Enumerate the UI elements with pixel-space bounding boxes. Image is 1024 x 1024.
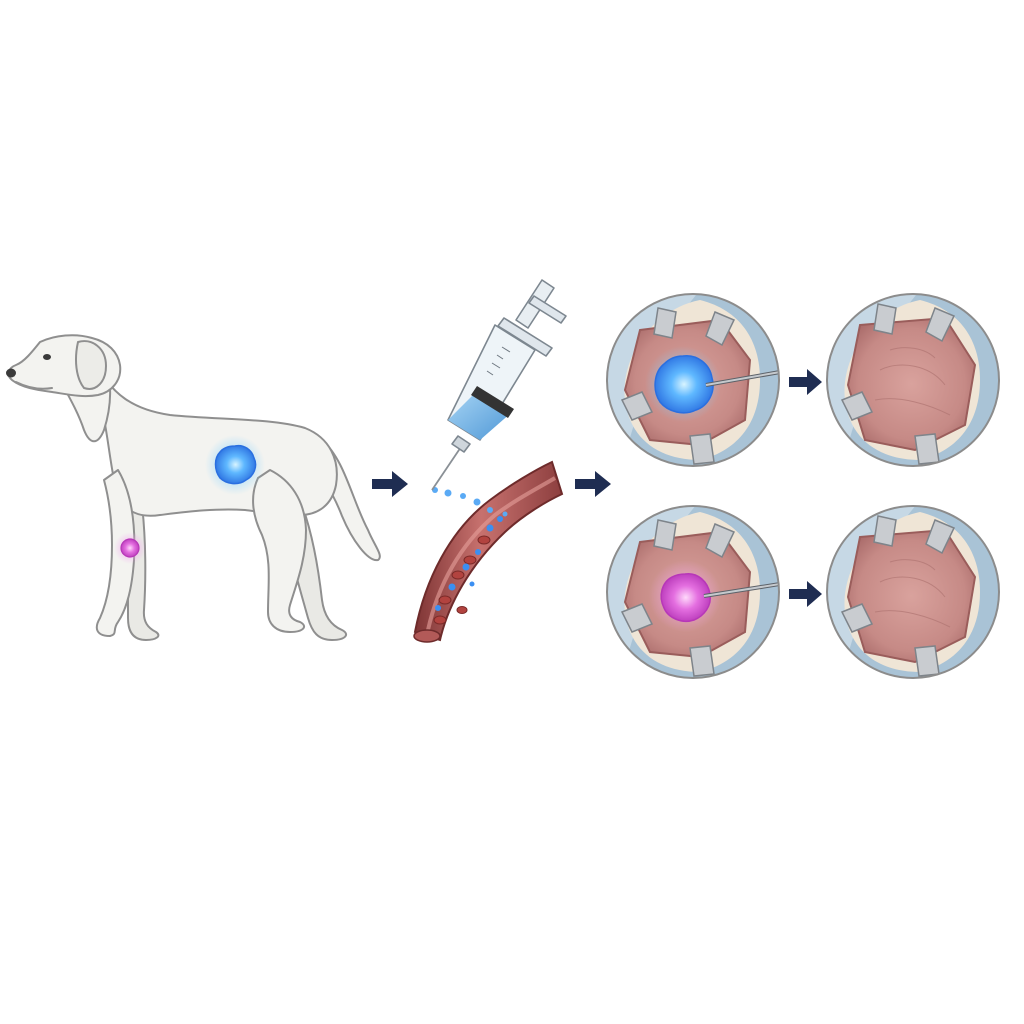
injected-particles (432, 487, 508, 517)
blue-tumor (205, 435, 265, 495)
retractor-icon (840, 303, 956, 465)
surgery-panel-pink-before (606, 505, 780, 679)
surgery-panel-pink-after (826, 505, 1000, 679)
injection-illustration (413, 279, 567, 643)
dog-icon (6, 334, 381, 641)
arrow-right-icon (372, 471, 408, 497)
flow-arrows (372, 369, 822, 607)
retractor-icon (840, 515, 956, 677)
syringe-icon (431, 279, 567, 491)
retractor-icon (620, 519, 736, 677)
arrow-right-icon (575, 471, 611, 497)
blood-vessel-icon (413, 460, 564, 643)
retractor-icon (620, 307, 736, 465)
surgery-panel-blue-before (606, 293, 780, 467)
surgery-panel-blue-after (826, 293, 1000, 467)
arrow-right-icon (789, 369, 822, 395)
arrow-right-icon (789, 581, 822, 607)
dog-illustration (6, 334, 381, 641)
pink-tumor (114, 532, 146, 564)
